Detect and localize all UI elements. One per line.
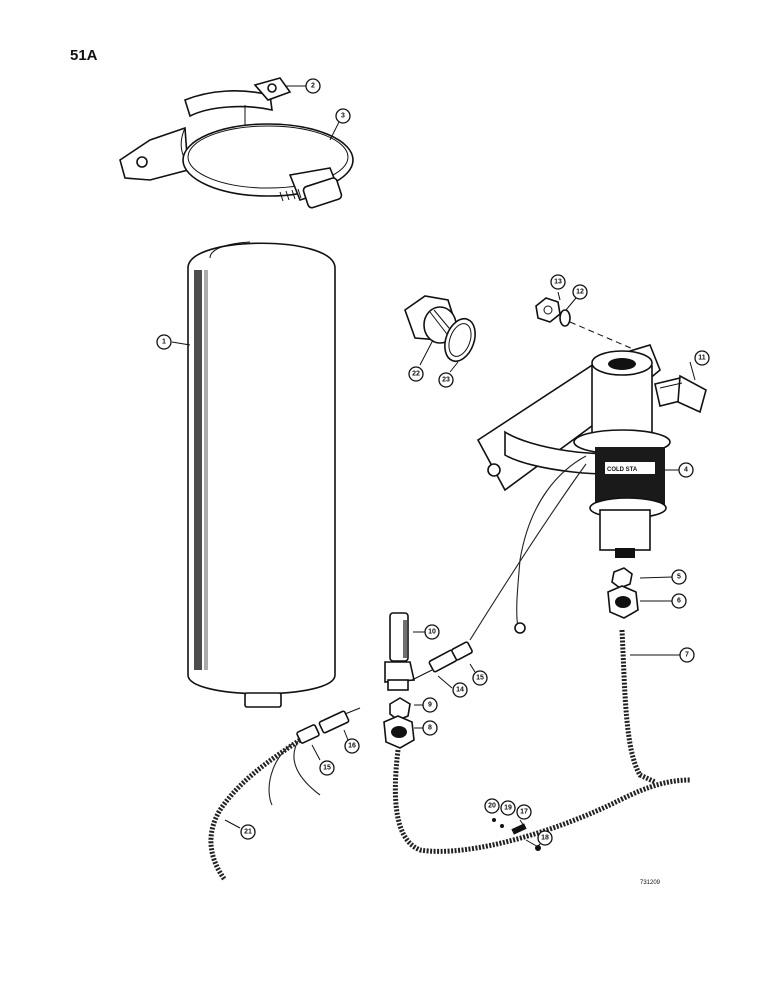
svg-text:12: 12 (576, 289, 584, 296)
svg-text:9: 9 (428, 702, 432, 709)
callout-19: 19 (500, 800, 516, 816)
svg-text:3: 3 (341, 113, 345, 120)
ring-terminal (514, 622, 526, 634)
callout-12: 12 (572, 284, 588, 300)
hose-clamp (182, 123, 354, 209)
callout-4: 4 (678, 462, 694, 478)
svg-text:15: 15 (323, 765, 331, 772)
lower-connector (296, 707, 361, 744)
injector-nozzle (383, 612, 415, 749)
fuel-cylinder (187, 241, 336, 708)
callout-22: 22 (408, 366, 424, 382)
connector-wire (469, 463, 587, 641)
svg-text:21: 21 (244, 829, 252, 836)
callout-3: 3 (335, 108, 351, 124)
svg-text:19: 19 (504, 805, 512, 812)
leader-lines (171, 85, 696, 849)
callout-5: 5 (671, 569, 687, 585)
callout-15-lower: 15 (319, 760, 335, 776)
callout-13: 13 (550, 274, 566, 290)
svg-text:2: 2 (311, 83, 315, 90)
solenoid-wire (516, 455, 587, 629)
svg-text:1: 1 (162, 339, 166, 346)
svg-text:18: 18 (541, 835, 549, 842)
svg-text:4: 4 (684, 467, 688, 474)
callout-16: 16 (344, 738, 360, 754)
bracket-hardware (535, 297, 707, 414)
callout-11: 11 (694, 350, 710, 366)
callout-17: 17 (516, 804, 532, 820)
callout-18: 18 (537, 830, 553, 846)
svg-text:22: 22 (412, 371, 420, 378)
svg-text:6: 6 (677, 598, 681, 605)
svg-text:10: 10 (428, 629, 436, 636)
callout-21: 21 (240, 824, 256, 840)
callout-8-nozzle: 8 (422, 720, 438, 736)
svg-text:11: 11 (698, 355, 706, 362)
drawing-number: 731209 (640, 880, 661, 886)
callout-6: 6 (671, 593, 687, 609)
fuel-tube (392, 749, 691, 854)
svg-text:16: 16 (348, 743, 356, 750)
electrical-connector (411, 641, 473, 681)
page-label: 51A (70, 47, 98, 64)
plug-and-gasket (404, 295, 476, 363)
callout-1: 1 (156, 334, 172, 350)
callout-7: 7 (679, 647, 695, 663)
callout-10: 10 (424, 624, 440, 640)
svg-text:23: 23 (442, 377, 450, 384)
svg-text:20: 20 (488, 803, 496, 810)
svg-text:14: 14 (456, 687, 464, 694)
svg-text:15: 15 (476, 675, 484, 682)
wiring-harness (208, 737, 302, 882)
svg-text:13: 13 (554, 279, 562, 286)
svg-text:17: 17 (520, 809, 528, 816)
callout-14: 14 (452, 682, 468, 698)
callout-2: 2 (305, 78, 321, 94)
svg-text:7: 7 (685, 652, 689, 659)
mounting-bracket (119, 77, 292, 183)
callout-20: 20 (484, 798, 500, 814)
callout-23: 23 (438, 372, 454, 388)
cold-start-solenoid: COLD STA (476, 344, 671, 558)
solenoid-band-label: COLD STA (607, 467, 638, 473)
callout-8-solenoid: 9 (422, 697, 438, 713)
solenoid-fittings (607, 567, 657, 785)
svg-text:5: 5 (677, 574, 681, 581)
svg-text:8: 8 (428, 725, 432, 732)
callout-15-upper: 15 (472, 670, 488, 686)
